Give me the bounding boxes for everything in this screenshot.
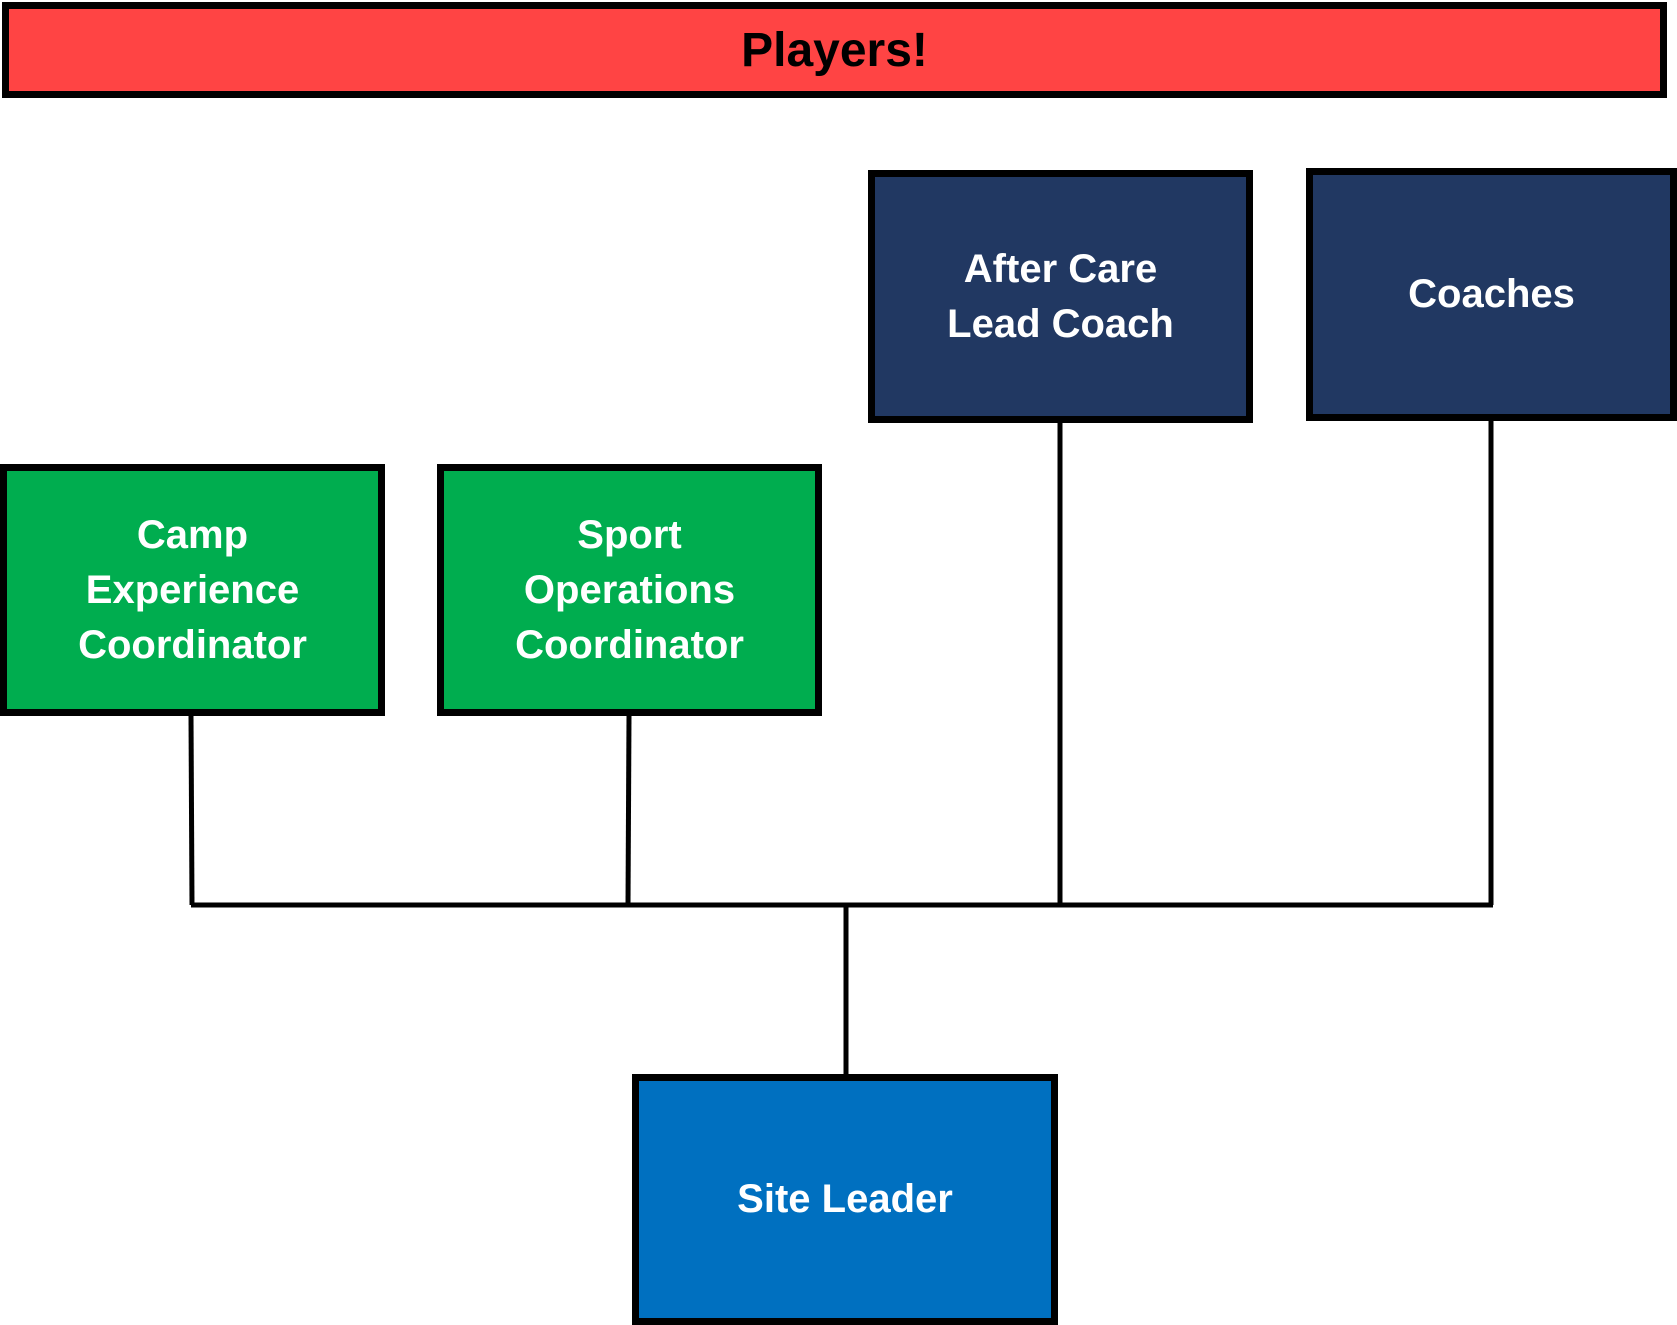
node-label: Camp Experience Coordinator [78, 512, 307, 667]
node-label: Sport Operations Coordinator [515, 512, 744, 667]
node-sport-operations-coordinator: Sport Operations Coordinator [437, 464, 822, 716]
players-banner: Players! [2, 2, 1667, 98]
node-label: After Care Lead Coach [947, 246, 1174, 346]
node-label: Coaches [1408, 272, 1575, 316]
node-after-care-lead-coach: After Care Lead Coach [868, 170, 1253, 423]
node-site-leader: Site Leader [632, 1074, 1058, 1325]
node-coaches: Coaches [1306, 168, 1677, 421]
connector-camp [188, 715, 195, 906]
node-label: Site Leader [737, 1177, 953, 1221]
node-camp-experience-coordinator: Camp Experience Coordinator [0, 464, 385, 716]
banner-title: Players! [741, 23, 928, 77]
connector-sport [625, 715, 632, 906]
